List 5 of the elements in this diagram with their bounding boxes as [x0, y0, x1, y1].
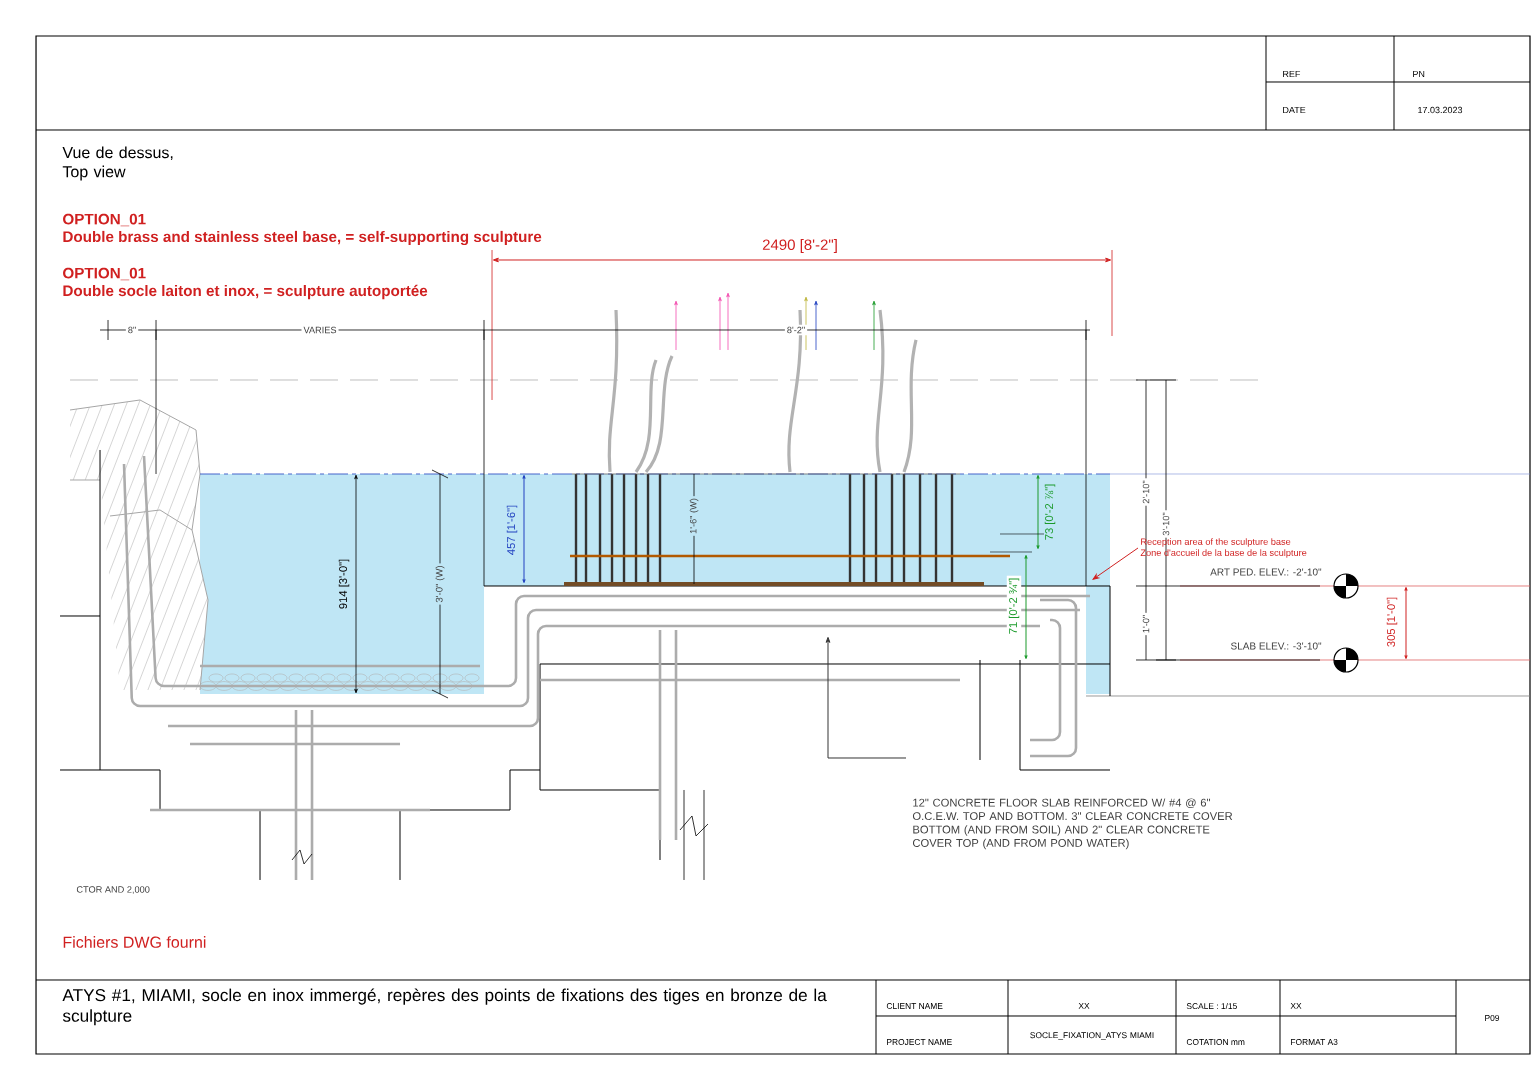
drawing-title: ATYS #1, MIAMI, socle en inox immergé, repères des points de fixations des tiges en bronze de la sculpture: [62, 988, 827, 1026]
leader-line: [1092, 547, 1139, 580]
view-caption: Vue de dessus, Top view: [62, 146, 173, 181]
leader-line: [825, 636, 907, 759]
note-text: Fichiers DWG fourni: [63, 936, 206, 948]
